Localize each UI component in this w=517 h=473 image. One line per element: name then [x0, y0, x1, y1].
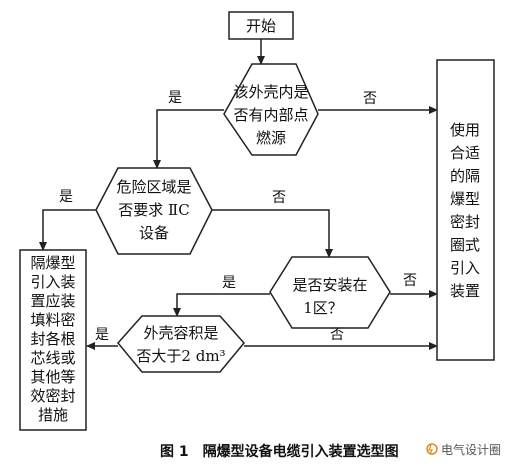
right-box-line3: 的隔: [450, 167, 480, 185]
left-box-line3: 置应装: [30, 292, 75, 310]
d3-no-label: 否: [403, 273, 417, 289]
decision-zone1: [269, 256, 391, 329]
decision2-line3: 设备: [139, 224, 169, 242]
decision1-line1: 该外壳内是: [233, 83, 308, 101]
d2-yes-label: 是: [59, 189, 73, 205]
decision4-line2: 否大于2 dm³: [136, 347, 225, 365]
right-box-line8: 装置: [450, 282, 480, 300]
left-box-line5: 封各根: [30, 330, 75, 348]
right-box-line5: 密封: [450, 213, 480, 231]
watermark-text: 电气设计圈: [441, 442, 501, 457]
left-box-line8: 效密封: [30, 387, 75, 405]
arrow-d1-yes: [153, 109, 224, 169]
decision4-line1: 外壳容积是: [143, 324, 218, 342]
d3-yes-label: 是: [222, 275, 236, 291]
right-box-line1: 使用: [450, 121, 480, 139]
decision1-line3: 燃源: [256, 129, 286, 147]
right-box-line4: 爆型: [450, 190, 480, 208]
left-box-line2: 引入装: [30, 273, 75, 291]
decision2-line2: 否要求 ⅡC: [118, 201, 189, 219]
figure-caption: 图 1 隔爆型设备电缆引入装置选型图: [160, 443, 399, 460]
watermark: 电气设计圈: [426, 442, 501, 457]
decision-volume: [117, 315, 245, 373]
decision3-line2: 1区？: [303, 299, 343, 317]
d1-yes-label: 是: [168, 90, 182, 106]
decision1-line2: 否有内部点: [233, 106, 308, 124]
left-box-line4: 填料密: [30, 311, 75, 329]
right-box-line2: 合适: [450, 144, 480, 162]
right-box-line7: 引入: [450, 259, 480, 277]
d2-no-label: 否: [272, 190, 286, 206]
left-box-line7: 其他等: [30, 368, 75, 386]
left-box-line9: 措施: [38, 406, 68, 424]
watermark-bolt-icon: [428, 444, 433, 455]
arrow-d3-yes: [173, 293, 270, 317]
result-sealing-ring-box: [436, 59, 495, 361]
arrow-d2-yes: [39, 209, 96, 251]
result-packing-box: [19, 249, 87, 431]
left-box-line6: 芯线或: [30, 349, 75, 367]
watermark-logo-icon: [426, 443, 438, 455]
right-box-line6: 圈式: [450, 236, 480, 254]
decision-internal-ignition: [223, 63, 319, 156]
d1-no-label: 否: [363, 91, 377, 107]
decision3-line1: 是否安装在: [292, 276, 367, 294]
arrow-d2-no: [212, 209, 333, 258]
left-box-line1: 隔爆型: [30, 254, 75, 272]
d4-yes-label: 是: [95, 327, 109, 343]
decision2-line1: 危险区域是: [116, 178, 191, 196]
start-label: 开始: [246, 17, 276, 35]
d4-no-label: 否: [330, 327, 344, 343]
